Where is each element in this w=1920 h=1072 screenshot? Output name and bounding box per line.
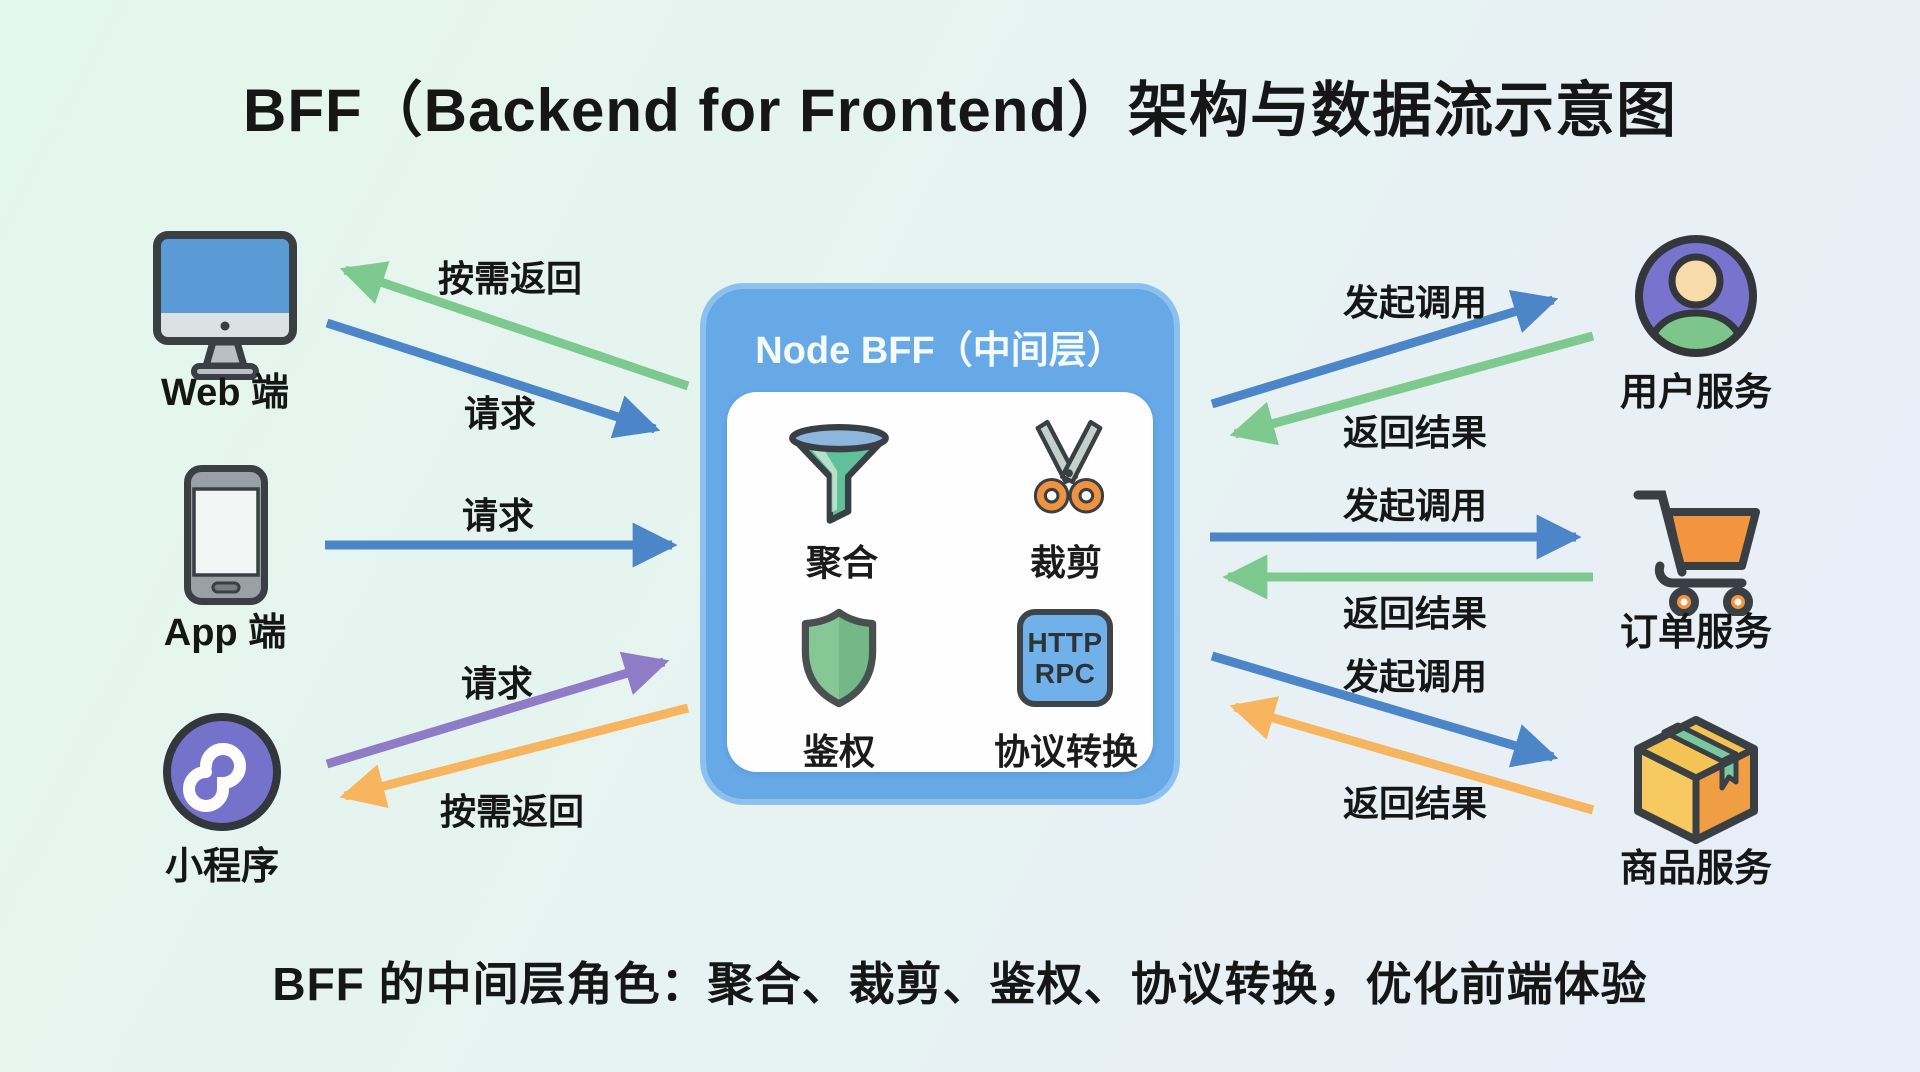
- shield-icon: [791, 602, 887, 714]
- funnel-icon: [784, 418, 894, 526]
- arrow-return-to-mini: [339, 703, 690, 809]
- client-label-app: App 端: [163, 612, 287, 654]
- client-label-miniprogram: 小程序: [164, 846, 279, 888]
- scissors-icon: [1017, 416, 1121, 520]
- flow-label-request-mini: 请求: [460, 663, 533, 704]
- shopping-cart-icon: [1626, 476, 1766, 616]
- flow-label-call-product: 发起调用: [1342, 656, 1487, 697]
- protocol-badge-line-rpc: RPC: [1034, 658, 1096, 689]
- bff-box-title: Node BFF（中间层）: [755, 330, 1125, 372]
- flow-label-return-mini: 按需返回: [439, 791, 584, 832]
- capability-label-protocol: 协议转换: [993, 731, 1138, 772]
- flow-label-request-web: 请求: [463, 393, 536, 434]
- flow-label-result-user: 返回结果: [1342, 412, 1487, 453]
- bff-middle-layer-box: Node BFF（中间层） 聚合 裁剪: [700, 283, 1180, 805]
- flow-label-result-product: 返回结果: [1342, 783, 1487, 824]
- flow-label-request-app: 请求: [461, 495, 534, 536]
- service-label-product: 商品服务: [1619, 848, 1772, 890]
- bottom-caption: BFF 的中间层角色：聚合、裁剪、鉴权、协议转换，优化前端体验: [272, 958, 1648, 1010]
- protocol-badge-icon: HTTP RPC: [1017, 609, 1113, 707]
- flow-label-call-user: 发起调用: [1342, 282, 1487, 323]
- flow-label-return-web: 按需返回: [437, 258, 582, 299]
- client-label-web: Web 端: [160, 372, 290, 414]
- miniprogram-icon: [160, 710, 284, 834]
- monitor-icon: [150, 228, 300, 386]
- capability-label-aggregate: 聚合: [805, 542, 878, 583]
- user-avatar-icon: [1631, 231, 1761, 361]
- service-label-user: 用户服务: [1619, 372, 1772, 414]
- flow-label-call-order: 发起调用: [1342, 485, 1487, 526]
- capability-label-auth: 鉴权: [802, 731, 875, 772]
- page-title: BFF（Backend for Frontend）架构与数据流示意图: [242, 77, 1677, 144]
- capability-label-trim: 裁剪: [1029, 542, 1102, 583]
- flow-label-result-order: 返回结果: [1342, 593, 1487, 634]
- protocol-badge-line-http: HTTP: [1027, 627, 1103, 658]
- package-box-icon: [1626, 706, 1766, 846]
- smartphone-icon: [183, 464, 269, 606]
- service-label-order: 订单服务: [1619, 612, 1772, 654]
